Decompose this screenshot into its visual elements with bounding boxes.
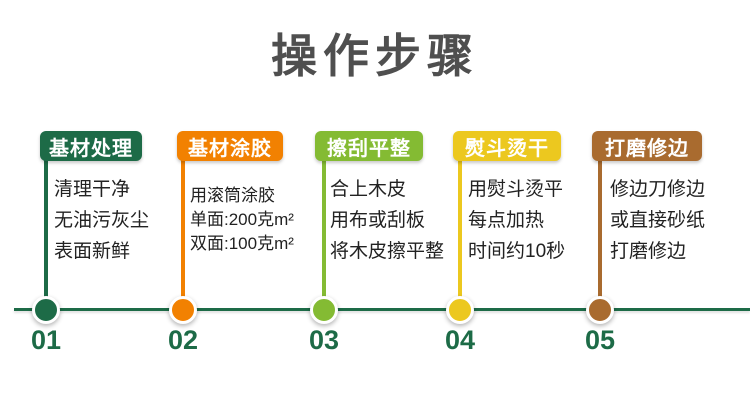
step-2-header: 基材涂胶 bbox=[177, 131, 283, 161]
description-line: 时间约10秒 bbox=[468, 241, 566, 262]
step-2-connector-line bbox=[181, 157, 185, 311]
step-1-description: 清理干净 无油污灰尘 表面新鲜 bbox=[54, 174, 149, 267]
description-line: 表面新鲜 bbox=[54, 241, 131, 262]
step-4-header: 熨斗烫干 bbox=[453, 131, 561, 161]
description-line: 修边刀修边 bbox=[610, 179, 706, 200]
step-4-description: 用熨斗烫平 每点加热 时间约10秒 bbox=[468, 174, 565, 267]
description-line: 用滚筒涂胶 bbox=[190, 186, 275, 205]
step-number-5: 05 bbox=[584, 325, 616, 355]
timeline-dot-3 bbox=[310, 296, 338, 324]
step-1-connector-line bbox=[44, 157, 48, 311]
description-line: 打磨修边 bbox=[610, 241, 687, 262]
timeline-dot-4 bbox=[446, 296, 474, 324]
timeline-dot-5 bbox=[586, 296, 614, 324]
description-line: 或直接砂纸 bbox=[610, 210, 706, 231]
description-line: 双面:100克m² bbox=[190, 234, 294, 253]
description-line: 合上木皮 bbox=[330, 179, 407, 200]
step-5-connector-line bbox=[598, 157, 602, 311]
step-number-4: 04 bbox=[444, 325, 476, 355]
step-3-header: 擦刮平整 bbox=[315, 131, 423, 161]
timeline-dot-2 bbox=[169, 296, 197, 324]
timeline-axis bbox=[14, 308, 750, 311]
step-number-2: 02 bbox=[167, 325, 199, 355]
timeline-dot-1 bbox=[32, 296, 60, 324]
page-title: 操作步骤 bbox=[271, 30, 479, 82]
description-line: 无油污灰尘 bbox=[54, 210, 150, 231]
step-2-description: 用滚筒涂胶 单面:200克m² 双面:100克m² bbox=[190, 184, 294, 256]
description-line: 单面:200克m² bbox=[190, 210, 294, 229]
step-4-connector-line bbox=[458, 157, 462, 311]
step-5-header: 打磨修边 bbox=[592, 131, 702, 161]
description-line: 将木皮擦平整 bbox=[330, 241, 445, 262]
step-1-header: 基材处理 bbox=[40, 131, 142, 161]
description-line: 每点加热 bbox=[468, 210, 545, 231]
description-line: 清理干净 bbox=[54, 179, 131, 200]
description-line: 用熨斗烫平 bbox=[468, 179, 564, 200]
step-3-description: 合上木皮 用布或刮板 将木皮擦平整 bbox=[330, 174, 444, 267]
description-line: 用布或刮板 bbox=[330, 210, 426, 231]
step-number-1: 01 bbox=[30, 325, 62, 355]
step-3-connector-line bbox=[322, 157, 326, 311]
step-5-description: 修边刀修边 或直接砂纸 打磨修边 bbox=[610, 174, 705, 267]
step-number-3: 03 bbox=[308, 325, 340, 355]
